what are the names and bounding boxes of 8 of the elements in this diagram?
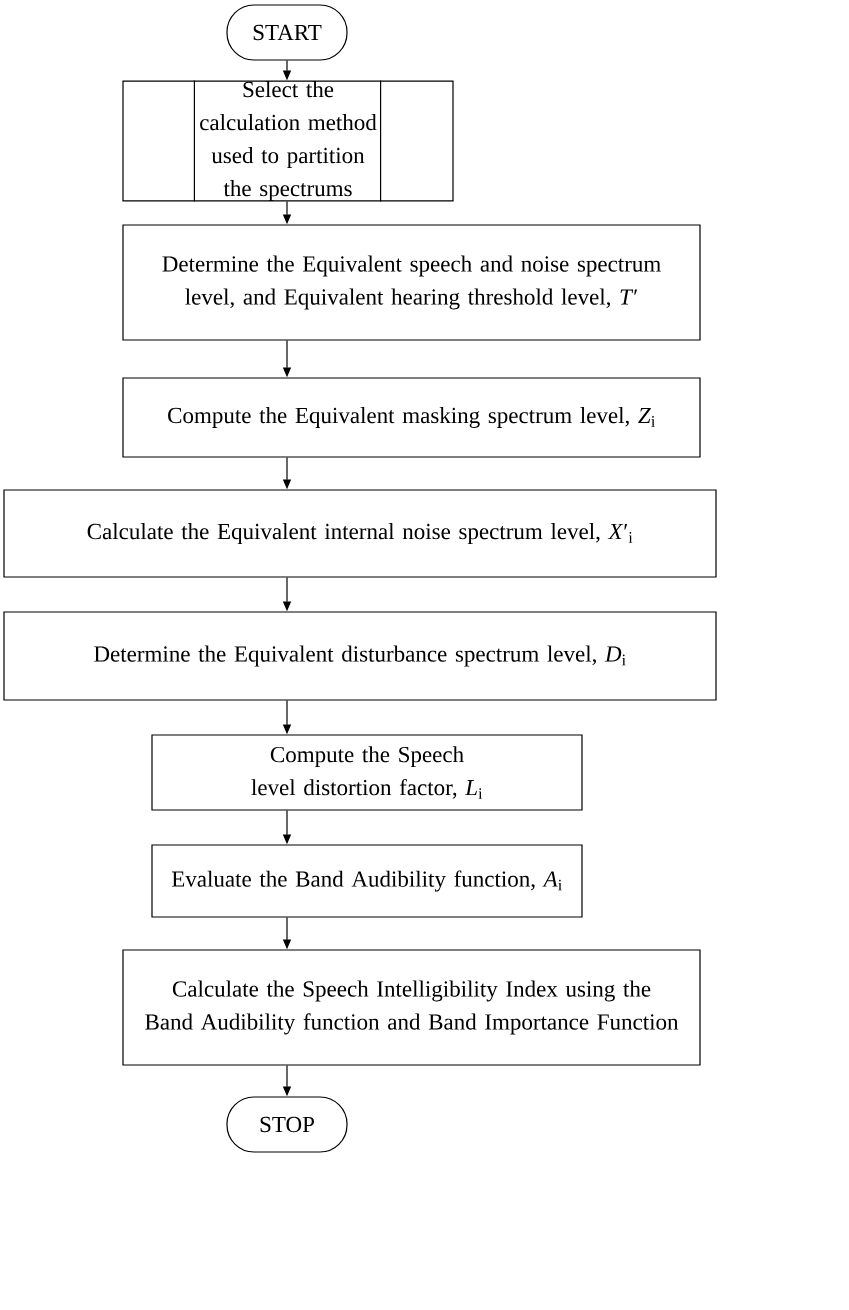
process-box: Compute the Equivalent masking spectrum level, Z$_{i}$ [122,377,701,458]
process-box: Compute the Speech level distortion factor, L$_{i}$ [151,734,583,811]
process-box: Evaluate the Band Audibility function, A$_{i}$ [151,844,583,918]
process-box: Determine the Equivalent disturbance spectrum level, D$_{i}$ [3,611,717,701]
predefined-process-box: Select the calculation method used to partition the spectrums [122,79,454,203]
process-box: Calculate the Speech Intelligibility Index using the Band Audibility function and Band Importance Function [122,949,701,1066]
process-box: Calculate the Equivalent internal noise spectrum level, X′$_{i}$ [3,489,717,578]
process-box: Determine the Equivalent speech and noise spectrum level, and Equivalent hearing threshold level, T′ [122,224,701,341]
